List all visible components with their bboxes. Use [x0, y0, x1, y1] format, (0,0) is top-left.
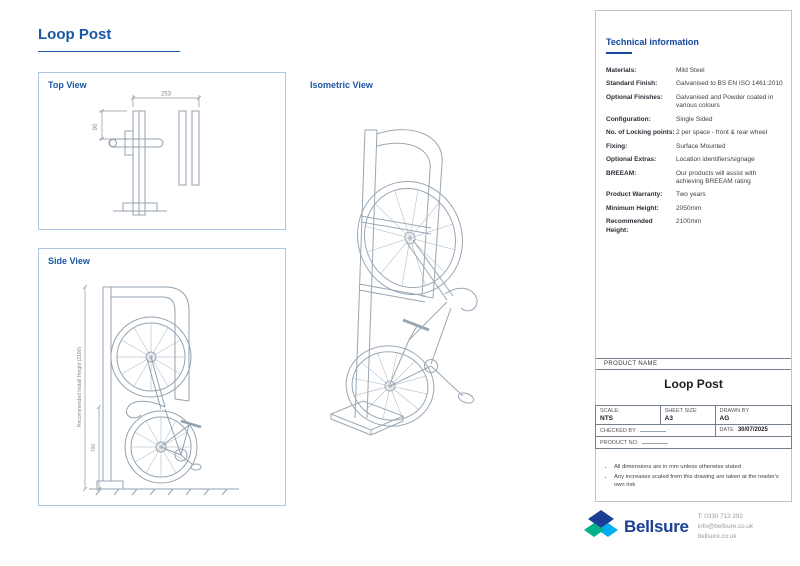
- notes-list: All dimensions are in mm unless otherwis…: [614, 463, 785, 491]
- checked-by-blank: [639, 427, 666, 432]
- tech-label: Recommended Height:: [606, 218, 653, 234]
- tech-label: Configuration:: [606, 115, 651, 123]
- note-scaling: Any increases scaled from this drawing a…: [614, 473, 785, 489]
- contact-email: info@bellsure.co.uk: [697, 523, 754, 531]
- top-view-depth-dim: 90: [93, 123, 99, 130]
- tech-value: Mild Steel: [676, 67, 705, 74]
- tech-value: Our products will assist with achieving …: [676, 169, 757, 185]
- technical-info-underline: [606, 52, 632, 54]
- tech-label: Product Warranty:: [606, 191, 663, 199]
- technical-info-panel: Technical information Materials: Mild Ste…: [595, 10, 793, 502]
- contact-phone: T: 0330 713 292: [697, 513, 743, 521]
- tech-label: Optional Finishes:: [606, 93, 663, 101]
- note-dimensions: All dimensions are in mm unless otherwis…: [614, 463, 785, 471]
- checked-by-label: CHECKED BY: [600, 428, 636, 434]
- drawn-by-value: AG: [719, 415, 730, 422]
- tech-value: Location identifiers/signage: [676, 156, 755, 164]
- title-block-table: SCALE: NTS SHEET SIZE A3 DRAWN BY AG: [595, 405, 793, 449]
- side-view-height-dim: Recommended Install Height (2100): [77, 347, 83, 427]
- tech-row-standard-finish: Standard Finish: Galvanised to BS EN ISO …: [606, 80, 783, 88]
- tech-label: Fixing:: [606, 142, 628, 150]
- tech-value: Two years: [676, 191, 706, 199]
- tech-label: BREEAM:: [606, 169, 637, 177]
- contact-website: bellsure.co.uk: [697, 532, 737, 540]
- bellsure-logo-icon: [584, 510, 618, 537]
- tech-value: 2 per space - front & rear wheel: [676, 129, 768, 137]
- product-no-label: PRODUCT NO.: [600, 440, 639, 446]
- tech-row-configuration: Configuration: Single Sided: [606, 116, 783, 124]
- drawn-by-cell: DRAWN BY AG: [714, 405, 793, 425]
- tech-value: 2050mm: [676, 204, 702, 212]
- product-name-bar: PRODUCT NAME: [596, 358, 791, 370]
- title-block: SCALE: NTS SHEET SIZE A3 DRAWN BY AG: [595, 405, 793, 449]
- tech-value: Galvanised and Powder coated in various …: [676, 93, 774, 110]
- top-view-panel: Top View: [38, 72, 286, 230]
- scale-label: SCALE:: [600, 408, 620, 414]
- isometric-view-label: Isometric View: [310, 80, 373, 90]
- date-label: DATE: [719, 427, 734, 433]
- side-view-lower-dim: 700: [91, 444, 97, 453]
- tech-row-materials: Materials: Mild Steel: [606, 67, 783, 75]
- product-name-label: PRODUCT NAME: [604, 361, 658, 367]
- scale-cell: SCALE: NTS: [595, 405, 661, 425]
- tech-row-warranty: Product Warranty: Two years: [606, 191, 783, 199]
- sheet-size-value: A3: [664, 415, 673, 422]
- tech-row-recommended-height: Recommended Height: 2100mm: [606, 218, 783, 235]
- tech-label: Standard Finish:: [606, 80, 658, 88]
- tech-row-breeam: BREEAM: Our products will assist with ach…: [606, 170, 783, 187]
- page-title: Loop Post: [38, 26, 112, 43]
- brand-name: Bellsure: [624, 517, 689, 536]
- top-view-label: Top View: [48, 80, 87, 90]
- side-view-drawing: Recommended Install Height (2100) 700: [77, 284, 239, 496]
- tech-value: Surface Mounted: [676, 142, 726, 150]
- tech-label: Materials:: [606, 67, 637, 74]
- title-underline: [38, 51, 180, 52]
- top-view-width-dim: 253: [161, 92, 172, 98]
- product-name: Loop Post: [664, 377, 723, 391]
- tech-row-optional-finishes: Optional Finishes: Galvanised and Powder …: [606, 94, 783, 111]
- scale-value: NTS: [600, 415, 613, 422]
- tech-label: Optional Extras:: [606, 156, 657, 164]
- tech-row-locking-points: No. of Locking points:2 per space - fron…: [606, 129, 783, 137]
- sheet-size-label: SHEET SIZE: [664, 408, 697, 414]
- brand-footer: Bellsure T: 0330 713 292 info@bellsure.c…: [582, 503, 798, 551]
- top-view-drawing: 253 90: [93, 92, 202, 216]
- checked-by-cell: CHECKED BY: [595, 424, 716, 437]
- product-no-cell: PRODUCT NO.: [595, 436, 792, 449]
- drawn-by-label: DRAWN BY: [719, 408, 749, 414]
- tech-label: Minimum Height:: [606, 204, 659, 212]
- tech-label: No. of Locking points:: [606, 129, 675, 137]
- tech-value: 2100mm: [676, 218, 702, 226]
- tech-value: Galvanised to BS EN ISO 1461:2010: [676, 80, 783, 88]
- tech-value: Single Sided: [676, 115, 713, 123]
- product-no-blank: [642, 439, 669, 444]
- date-value: 30/07/2025: [737, 427, 768, 433]
- sheet-size-cell: SHEET SIZE A3: [659, 405, 716, 425]
- side-view-panel: Side View: [38, 248, 286, 506]
- tech-row-minimum-height: Minimum Height: 2050mm: [606, 205, 783, 213]
- tech-row-optional-extras: Optional Extras: Location identifiers/sig…: [606, 156, 783, 164]
- technical-info-heading: Technical information: [606, 37, 699, 47]
- contact-block: T: 0330 713 292 info@bellsure.co.uk bell…: [698, 512, 753, 541]
- side-view-label: Side View: [48, 256, 90, 266]
- technical-info-rows: Materials: Mild Steel Standard Finish: Gal…: [606, 67, 783, 240]
- tech-row-fixing: Fixing: Surface Mounted: [606, 143, 783, 151]
- isometric-view-drawing: [329, 129, 478, 436]
